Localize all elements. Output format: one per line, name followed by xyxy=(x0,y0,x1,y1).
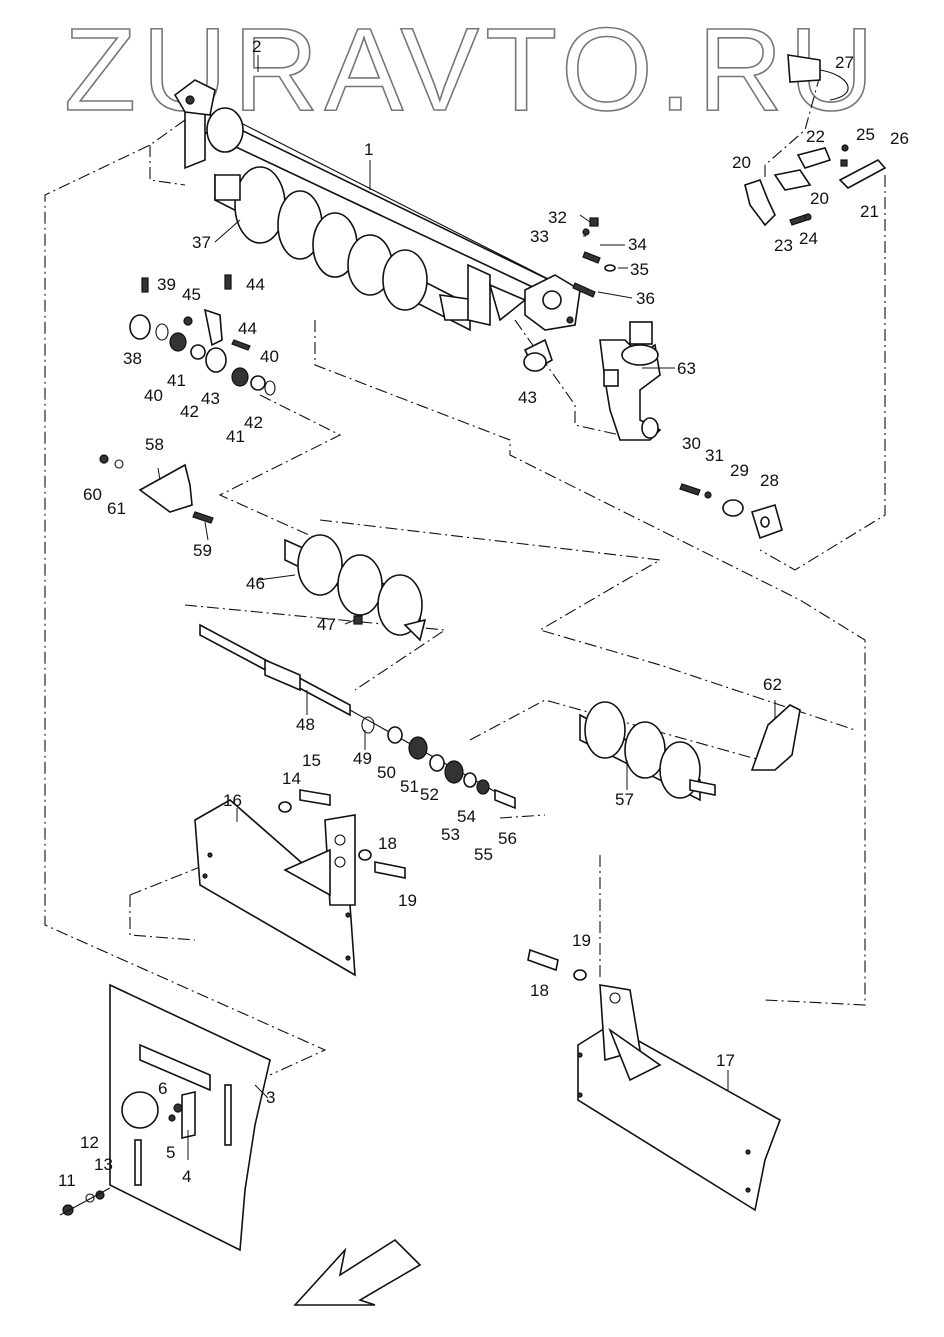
callout-39: 39 xyxy=(157,275,176,294)
callout-56: 56 xyxy=(498,829,517,848)
callout-13: 13 xyxy=(94,1155,113,1174)
callout-54: 54 xyxy=(457,807,476,826)
callout-37: 37 xyxy=(192,233,211,252)
callout-28: 28 xyxy=(760,471,779,490)
callout-48: 48 xyxy=(296,715,315,734)
callout-6: 6 xyxy=(158,1079,167,1098)
part-16-left-bracket xyxy=(194,789,406,977)
callout-38: 38 xyxy=(123,349,142,368)
callout-43b: 43 xyxy=(518,388,537,407)
callout-63: 63 xyxy=(677,359,696,378)
callout-17: 17 xyxy=(716,1051,735,1070)
callout-26: 26 xyxy=(890,129,909,148)
callout-4: 4 xyxy=(182,1167,191,1186)
callout-18b: 18 xyxy=(530,981,549,1000)
callout-44a: 44 xyxy=(246,275,265,294)
callout-42b: 42 xyxy=(244,413,263,432)
callout-60: 60 xyxy=(83,485,102,504)
hardware-28-31 xyxy=(679,483,783,540)
callout-42a: 42 xyxy=(180,402,199,421)
callout-46: 46 xyxy=(246,574,265,593)
callout-14: 14 xyxy=(282,769,301,788)
callout-49: 49 xyxy=(353,749,372,768)
callout-40b: 40 xyxy=(260,347,279,366)
part-3-side-panel xyxy=(59,983,271,1252)
callout-44b: 44 xyxy=(238,319,257,338)
callout-36: 36 xyxy=(636,289,655,308)
callout-33: 33 xyxy=(530,227,549,246)
callout-19b: 19 xyxy=(572,931,591,950)
callout-1: 1 xyxy=(364,140,373,159)
hardware-38-45 xyxy=(129,274,276,396)
hardware-32-36 xyxy=(572,217,616,298)
callout-11: 11 xyxy=(58,1171,76,1190)
part-57-auger xyxy=(579,701,716,802)
part-62-shield xyxy=(750,704,801,771)
callout-29: 29 xyxy=(730,461,749,480)
callout-21: 21 xyxy=(860,202,879,221)
callout-51: 51 xyxy=(400,777,419,796)
callout-61: 61 xyxy=(107,499,126,518)
callout-15: 15 xyxy=(302,751,321,770)
callout-32: 32 xyxy=(548,208,567,227)
callout-labels: 1 2 3 4 5 6 11 12 13 14 15 16 17 18 18 1… xyxy=(58,37,909,1190)
callout-52: 52 xyxy=(420,785,439,804)
callout-45: 45 xyxy=(182,285,201,304)
part-48-shaft xyxy=(199,623,511,801)
part-37-main-auger xyxy=(214,166,482,332)
callout-40a: 40 xyxy=(144,386,163,405)
part-46-auger-section xyxy=(284,534,427,642)
callout-27: 27 xyxy=(835,53,854,72)
callout-59: 59 xyxy=(193,541,212,560)
callout-30: 30 xyxy=(682,434,701,453)
callout-24: 24 xyxy=(799,229,818,248)
part-43-bushing-center xyxy=(523,338,553,372)
hardware-20-27 xyxy=(744,54,887,227)
callout-20b: 20 xyxy=(810,189,829,208)
callout-22: 22 xyxy=(806,127,825,146)
callout-19a: 19 xyxy=(398,891,417,910)
bearing-stack-49-56 xyxy=(361,716,516,810)
part-58-shield xyxy=(99,454,214,524)
callout-50: 50 xyxy=(377,763,396,782)
callout-16: 16 xyxy=(223,791,242,810)
callout-18a: 18 xyxy=(378,834,397,853)
part-17-right-bracket xyxy=(527,948,781,1212)
callout-57: 57 xyxy=(615,790,634,809)
callout-58: 58 xyxy=(145,435,164,454)
tube-bracket xyxy=(467,263,527,327)
part-63-hydraulic-motor xyxy=(599,321,662,441)
callout-20a: 20 xyxy=(732,153,751,172)
callout-34: 34 xyxy=(628,235,647,254)
callout-55: 55 xyxy=(474,845,493,864)
callout-12: 12 xyxy=(80,1133,99,1152)
front-direction-arrow xyxy=(293,1238,422,1306)
callout-5: 5 xyxy=(166,1143,175,1162)
right-bearing-housing xyxy=(524,274,581,331)
callout-2: 2 xyxy=(252,37,261,56)
callout-41a: 41 xyxy=(167,371,186,390)
assembly-lines xyxy=(44,74,886,1076)
callout-31: 31 xyxy=(705,446,724,465)
callout-35: 35 xyxy=(630,260,649,279)
callout-3: 3 xyxy=(266,1088,275,1107)
part-1-auger-tube xyxy=(173,79,571,302)
callout-53: 53 xyxy=(441,825,460,844)
callout-23: 23 xyxy=(774,236,793,255)
callout-62: 62 xyxy=(763,675,782,694)
leader-lines xyxy=(157,55,776,1160)
callout-41b: 41 xyxy=(226,427,245,446)
callout-47: 47 xyxy=(317,615,336,634)
callout-25: 25 xyxy=(856,125,875,144)
callout-43a: 43 xyxy=(201,389,220,408)
